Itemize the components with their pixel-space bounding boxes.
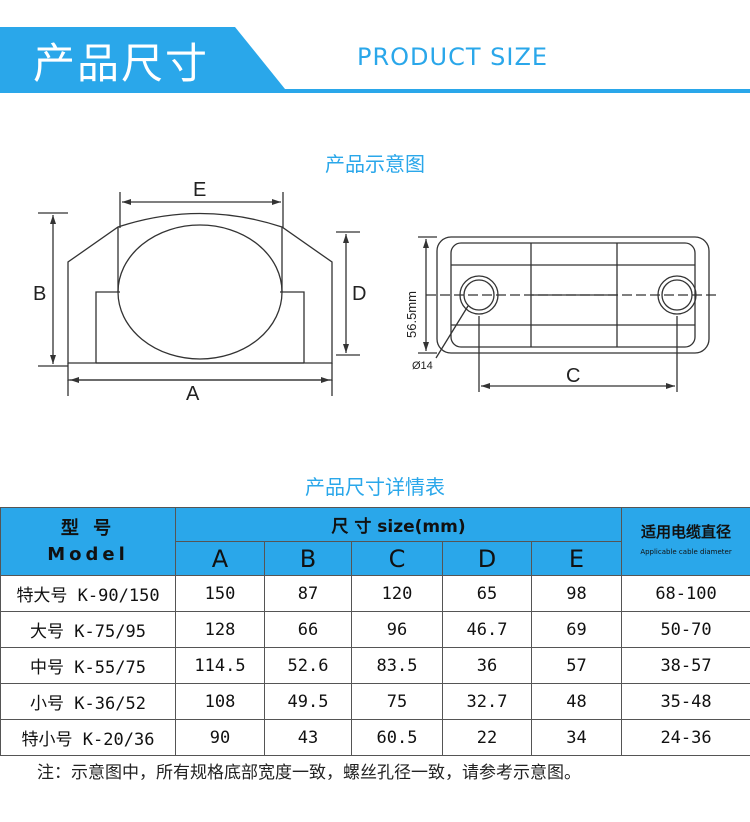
clamp-inner-edges	[95, 291, 305, 363]
header-banner	[0, 27, 285, 89]
footer-note: 注：示意图中，所有规格底部宽度一致，螺丝孔径一致，请参考示意图。	[37, 763, 581, 783]
cell-cable: 68-100	[621, 575, 750, 612]
label-c: C	[566, 365, 580, 387]
col-header-b: B	[264, 541, 352, 576]
table-row: 大号 K-75/95 128 66 96 46.7 69 50-70	[0, 611, 750, 648]
model-header-en: Model	[47, 543, 129, 565]
cell-a: 128	[175, 611, 265, 648]
header-stripe	[0, 89, 750, 93]
cell-cable: 24-36	[621, 719, 750, 756]
cell-d: 46.7	[442, 611, 532, 648]
cell-a: 108	[175, 683, 265, 720]
cell-cable: 38-57	[621, 647, 750, 684]
cell-c: 75	[351, 683, 443, 720]
col-header-d: D	[442, 541, 532, 576]
label-a: A	[186, 383, 200, 405]
cell-model: 特小号 K-20/36	[0, 719, 176, 756]
cell-b: 66	[264, 611, 352, 648]
cell-model: 中号 K-55/75	[0, 647, 176, 684]
table-row: 特小号 K-20/36 90 43 60.5 22 34 24-36	[0, 719, 750, 756]
cell-d: 32.7	[442, 683, 532, 720]
cell-model: 大号 K-75/95	[0, 611, 176, 648]
clamp-front-outline	[67, 212, 333, 364]
spec-table: 型 号 Model 尺 寸 size(mm) 适用电缆直径 Applicable…	[0, 507, 750, 756]
label-d: D	[352, 283, 366, 305]
hole-diameter-label: Ø14	[412, 360, 433, 372]
cell-cable: 50-70	[621, 611, 750, 648]
cell-d: 36	[442, 647, 532, 684]
page-subtitle: PRODUCT SIZE	[357, 43, 549, 71]
cell-b: 52.6	[264, 647, 352, 684]
cell-b: 43	[264, 719, 352, 756]
cell-model: 小号 K-36/52	[0, 683, 176, 720]
table-row: 小号 K-36/52 108 49.5 75 32.7 48 35-48	[0, 683, 750, 720]
col-header-c: C	[351, 541, 443, 576]
cell-e: 48	[530, 683, 623, 720]
cell-c: 96	[351, 611, 443, 648]
model-header: 型 号 Model	[0, 507, 176, 576]
cell-b: 87	[264, 575, 352, 612]
cell-a: 150	[175, 575, 265, 612]
label-e: E	[193, 179, 206, 201]
table-row: 中号 K-55/75 114.5 52.6 83.5 36 57 38-57	[0, 647, 750, 684]
base-plate	[67, 363, 333, 381]
diagram-heading: 产品示意图	[325, 152, 425, 176]
size-header: 尺 寸 size(mm)	[174, 507, 623, 542]
table-heading: 产品尺寸详情表	[305, 475, 445, 499]
cell-c: 120	[351, 575, 443, 612]
table-row: 特大号 K-90/150 150 87 120 65 98 68-100	[0, 575, 750, 612]
cable-header: 适用电缆直径 Applicable cable diameter	[621, 507, 750, 576]
cell-a: 90	[175, 719, 265, 756]
col-header-e: E	[530, 541, 623, 576]
cell-c: 60.5	[351, 719, 443, 756]
cell-e: 98	[530, 575, 623, 612]
cable-header-cn: 适用电缆直径	[641, 522, 732, 541]
cell-d: 65	[442, 575, 532, 612]
cell-c: 83.5	[351, 647, 443, 684]
dimension-56-5: 56.5mm	[404, 291, 419, 338]
cable-ellipse	[117, 224, 283, 360]
label-b: B	[33, 283, 46, 305]
cable-header-en: Applicable cable diameter	[640, 547, 732, 556]
model-header-cn: 型 号	[60, 517, 116, 539]
cell-d: 22	[442, 719, 532, 756]
page-title: 产品尺寸	[33, 39, 210, 88]
cell-e: 34	[530, 719, 623, 756]
cell-e: 69	[530, 611, 623, 648]
product-diagram: B D E A C 56.5mm Ø14	[33, 179, 720, 405]
cell-e: 57	[530, 647, 623, 684]
cell-b: 49.5	[264, 683, 352, 720]
cell-cable: 35-48	[621, 683, 750, 720]
cell-model: 特大号 K-90/150	[0, 575, 176, 612]
col-header-a: A	[175, 541, 265, 576]
cell-a: 114.5	[175, 647, 265, 684]
